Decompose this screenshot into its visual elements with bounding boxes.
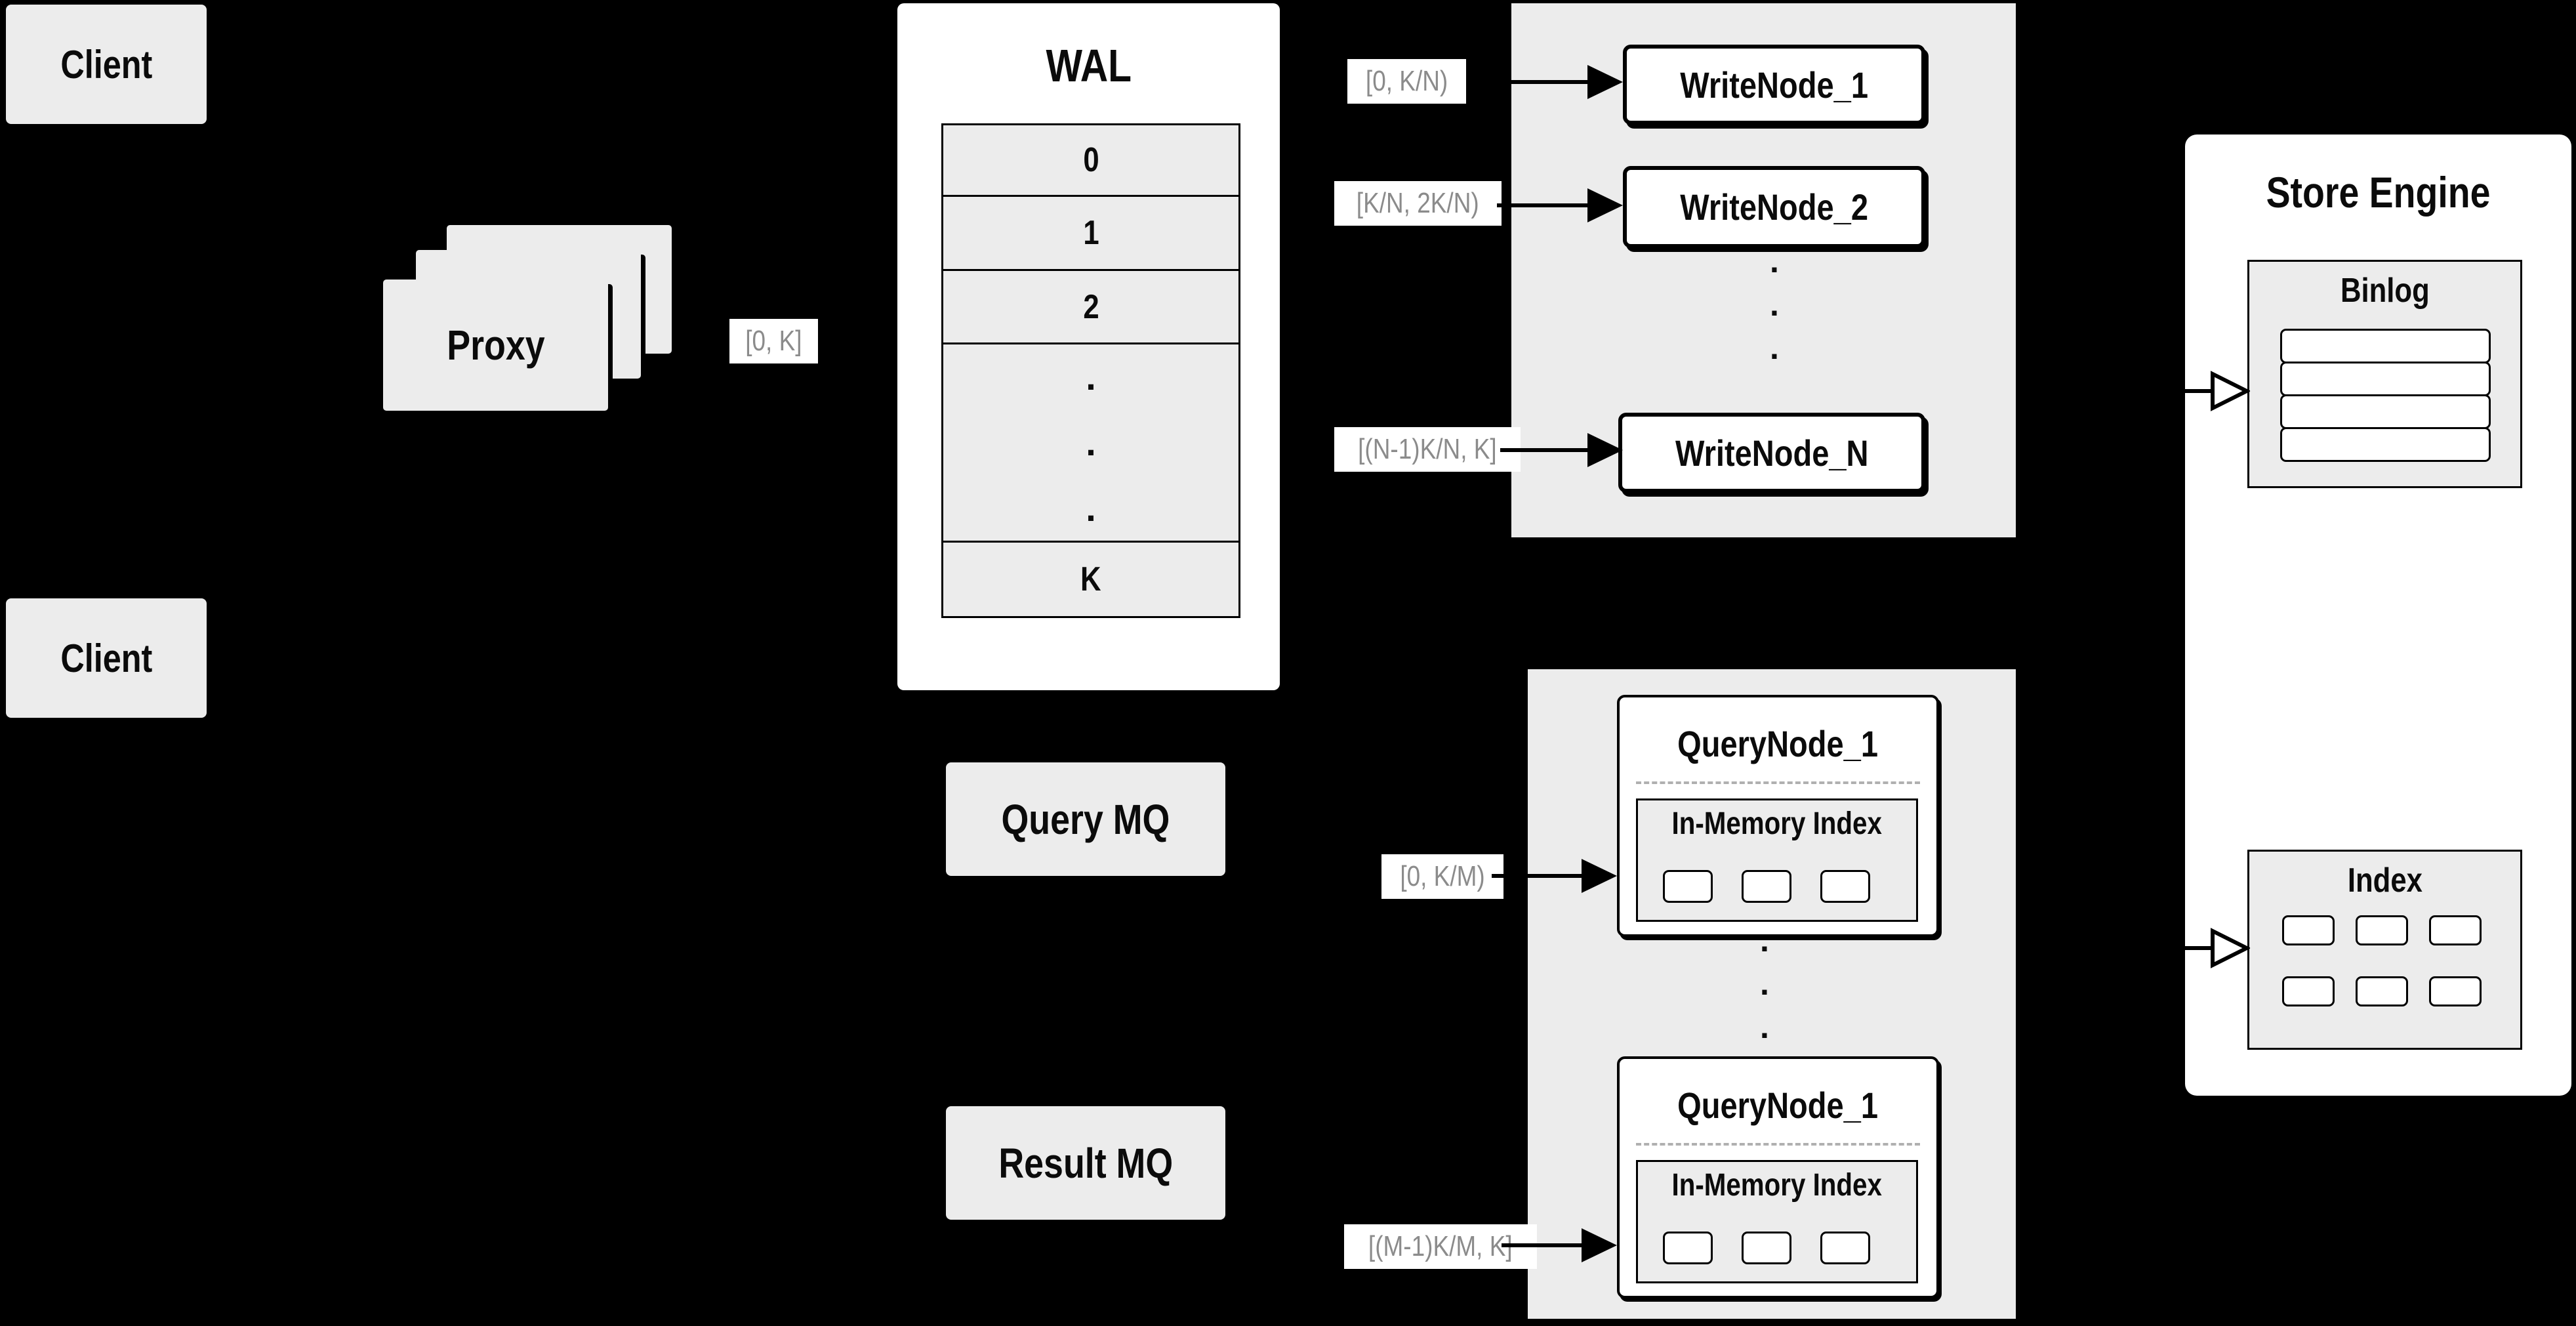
wal-row-1: 1 <box>941 195 1240 271</box>
in-memory-index-bottom-title-text: In-Memory Index <box>1671 1168 1883 1203</box>
result-mq-label: Result MQ <box>998 1139 1173 1187</box>
write-node-ellipsis-dots: . . . <box>1770 243 1779 366</box>
wal-row-k-text: K <box>1080 560 1101 598</box>
range-label-write-n-text: [(N-1)K/N, K] <box>1358 433 1497 465</box>
store-engine-container: Store Engine Binlog Index <box>2185 135 2571 1096</box>
index-chip <box>1663 870 1713 903</box>
range-label-proxy-out: [0, K] <box>729 319 818 364</box>
query-node-bottom: QueryNode_1 In-Memory Index <box>1617 1056 1939 1298</box>
binlog-row <box>2280 394 2491 429</box>
query-node-bottom-title-text: QueryNode_1 <box>1677 1085 1879 1126</box>
client-bottom-label: Client <box>60 636 152 680</box>
wal-row-2-text: 2 <box>1082 287 1099 326</box>
range-label-proxy-out-text: [0, K] <box>745 325 802 357</box>
store-engine-title: Store Engine <box>2185 167 2571 217</box>
query-node-top-title-text: QueryNode_1 <box>1677 723 1879 764</box>
index-chip <box>1820 870 1870 903</box>
arrow-shaft-to-write-node-1 <box>1473 80 1591 84</box>
wal-row-1-text: 1 <box>1082 214 1099 252</box>
query-mq-label: Query MQ <box>1001 795 1170 843</box>
range-label-write-n: [(N-1)K/N, K] <box>1334 427 1521 472</box>
index-chip <box>2356 915 2408 945</box>
wal-container: WAL 0 1 2 . . . K <box>897 3 1280 690</box>
client-top-label: Client <box>60 42 152 87</box>
arrow-shaft-to-write-node-2 <box>1497 203 1591 207</box>
write-node-n-label: WriteNode_N <box>1675 432 1869 474</box>
client-node-top: Client <box>6 5 207 124</box>
wal-table: 0 1 2 . . . K <box>941 123 1240 629</box>
proxy-label: Proxy <box>446 321 545 369</box>
write-node-1: WriteNode_1 <box>1623 45 1925 125</box>
write-node-2: WriteNode_2 <box>1623 166 1925 248</box>
arrow-head-to-write-node-2-icon <box>1587 188 1623 222</box>
query-node-top-title: QueryNode_1 <box>1620 722 1936 765</box>
index-chip <box>2429 976 2482 1006</box>
range-label-query-m-text: [(M-1)K/M, K] <box>1368 1230 1513 1262</box>
write-node-2-label: WriteNode_2 <box>1680 186 1868 228</box>
range-label-write-2-text: [K/N, 2K/N) <box>1356 187 1479 219</box>
wal-ellipsis-dots: . . . <box>1086 356 1096 529</box>
range-label-write-1: [0, K/N) <box>1347 59 1467 104</box>
arrow-shaft-to-query-node-top <box>1492 874 1585 878</box>
wal-title-text: WAL <box>1046 40 1132 91</box>
range-label-query-1-text: [0, K/M) <box>1400 860 1485 892</box>
in-memory-index-top-title: In-Memory Index <box>1638 806 1916 842</box>
index-chip <box>2282 915 2335 945</box>
result-mq-node: Result MQ <box>946 1106 1225 1220</box>
index-title-text: Index <box>2347 861 2423 900</box>
wal-row-0: 0 <box>941 123 1240 197</box>
arrow-head-to-query-node-top-icon <box>1582 859 1617 893</box>
range-label-write-1-text: [0, K/N) <box>1365 65 1448 97</box>
index-box: Index <box>2247 850 2522 1050</box>
in-memory-index-bottom: In-Memory Index <box>1636 1160 1918 1283</box>
range-label-write-2: [K/N, 2K/N) <box>1334 181 1502 226</box>
wal-title: WAL <box>897 39 1280 92</box>
binlog-title: Binlog <box>2249 271 2520 310</box>
index-chip <box>2429 915 2482 945</box>
query-node-top-divider <box>1636 781 1920 784</box>
index-chip <box>1742 870 1791 903</box>
arrow-head-to-index-icon <box>2211 928 2250 968</box>
binlog-title-text: Binlog <box>2340 272 2430 310</box>
index-title: Index <box>2249 861 2520 900</box>
binlog-row <box>2280 329 2491 363</box>
wal-row-0-text: 0 <box>1082 141 1099 179</box>
arrow-head-to-query-node-bottom-icon <box>1582 1228 1617 1262</box>
store-engine-title-text: Store Engine <box>2266 168 2491 217</box>
query-node-bottom-divider <box>1636 1143 1920 1146</box>
client-node-bottom: Client <box>6 598 207 718</box>
query-node-top: QueryNode_1 In-Memory Index <box>1617 695 1939 937</box>
index-chip <box>2356 976 2408 1006</box>
arrow-shaft-to-binlog <box>2153 389 2213 393</box>
in-memory-index-top: In-Memory Index <box>1636 798 1918 922</box>
arrow-head-to-write-node-1-icon <box>1587 65 1623 99</box>
arrow-head-to-write-node-n-icon <box>1587 433 1623 467</box>
arrow-shaft-to-query-node-bottom <box>1502 1243 1585 1247</box>
binlog-row <box>2280 427 2491 462</box>
binlog-box: Binlog <box>2247 260 2522 488</box>
query-node-ellipsis-dots: . . . <box>1760 922 1769 1045</box>
range-label-query-m: [(M-1)K/M, K] <box>1344 1224 1537 1270</box>
query-node-bottom-title: QueryNode_1 <box>1620 1084 1936 1127</box>
index-chip <box>2282 976 2335 1006</box>
index-chip <box>1742 1232 1791 1264</box>
arrow-shaft-to-write-node-n <box>1500 448 1591 452</box>
arrow-shaft-to-index <box>2153 946 2213 950</box>
in-memory-index-top-title-text: In-Memory Index <box>1671 806 1883 841</box>
query-mq-node: Query MQ <box>946 762 1225 876</box>
wal-row-2: 2 <box>941 269 1240 344</box>
index-chip <box>1663 1232 1713 1264</box>
range-label-query-1: [0, K/M) <box>1381 854 1504 900</box>
proxy-node: Proxy <box>383 280 608 411</box>
wal-row-ellipsis: . . . <box>941 342 1240 543</box>
index-chip <box>1820 1232 1870 1264</box>
arrow-head-to-binlog-icon <box>2211 371 2250 411</box>
in-memory-index-bottom-title: In-Memory Index <box>1638 1167 1916 1203</box>
write-node-n: WriteNode_N <box>1618 413 1925 493</box>
binlog-row <box>2280 362 2491 396</box>
write-node-1-label: WriteNode_1 <box>1680 64 1868 106</box>
wal-row-k: K <box>941 541 1240 618</box>
